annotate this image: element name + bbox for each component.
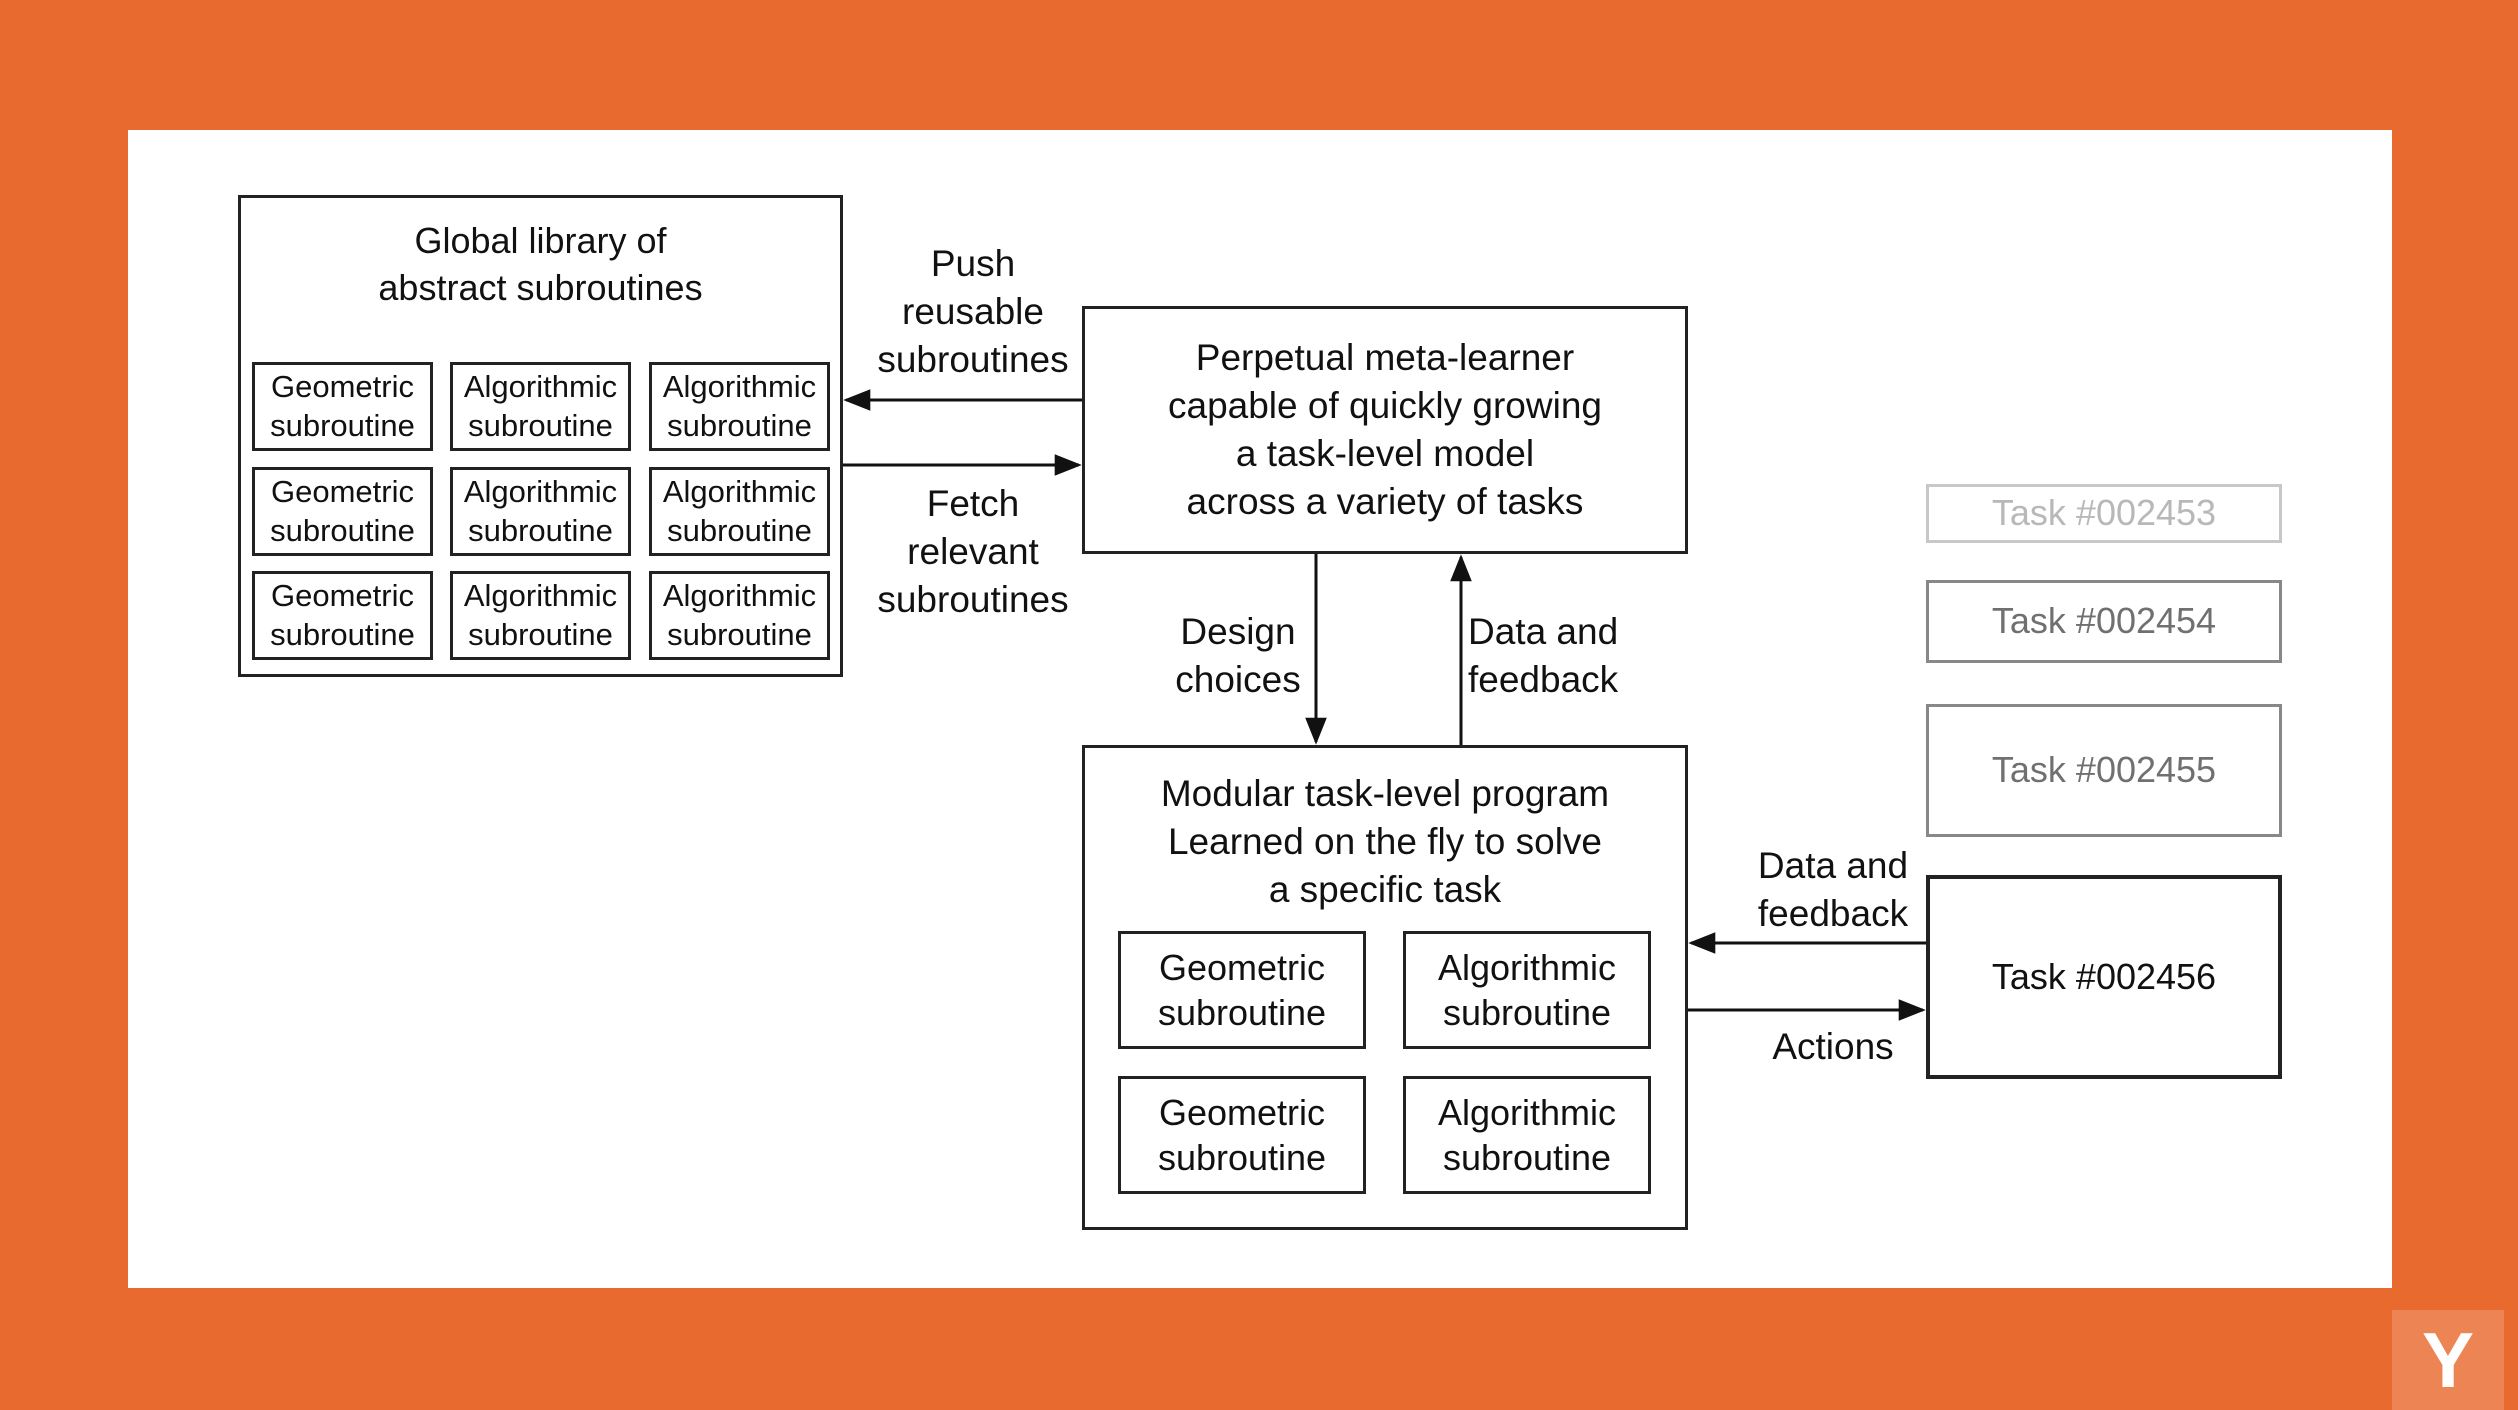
- task-box: Task #002454: [1926, 580, 2282, 663]
- library-cell: Algorithmic subroutine: [450, 571, 631, 660]
- global-library-title: Global library of abstract subroutines: [378, 220, 703, 308]
- meta-learner-box: Perpetual meta-learner capable of quickl…: [1082, 306, 1688, 554]
- library-cell: Algorithmic subroutine: [649, 571, 830, 660]
- library-cell: Algorithmic subroutine: [450, 467, 631, 556]
- y-logo-icon: Y: [2392, 1310, 2504, 1410]
- fetch-label: Fetch relevant subroutines: [877, 483, 1069, 621]
- task-box: Task #002453: [1926, 484, 2282, 543]
- task-program-title: Modular task-level program Learned on th…: [1160, 773, 1610, 911]
- library-cell: Algorithmic subroutine: [649, 467, 830, 556]
- data-feedback-top-label: Data and feedback: [1468, 611, 1619, 701]
- library-cell: Geometric subroutine: [252, 467, 433, 556]
- library-cell: Algorithmic subroutine: [450, 362, 631, 451]
- program-cell: Algorithmic subroutine: [1403, 1076, 1651, 1194]
- data-feedback-right-label: Data and feedback: [1757, 845, 1909, 935]
- program-cell: Geometric subroutine: [1118, 1076, 1366, 1194]
- task-box: Task #002455: [1926, 704, 2282, 837]
- program-cell: Algorithmic subroutine: [1403, 931, 1651, 1049]
- push-label: Push reusable subroutines: [877, 243, 1069, 381]
- arrows-layer: [843, 389, 1926, 1021]
- library-cell: Geometric subroutine: [252, 571, 433, 660]
- diagram-panel: Global library of abstract subroutines G…: [128, 130, 2392, 1288]
- actions-label: Actions: [1772, 1026, 1894, 1067]
- design-choices-label: Design choices: [1175, 611, 1301, 701]
- library-cell: Geometric subroutine: [252, 362, 433, 451]
- task-box-active: Task #002456: [1926, 875, 2282, 1079]
- library-cell: Algorithmic subroutine: [649, 362, 830, 451]
- program-cell: Geometric subroutine: [1118, 931, 1366, 1049]
